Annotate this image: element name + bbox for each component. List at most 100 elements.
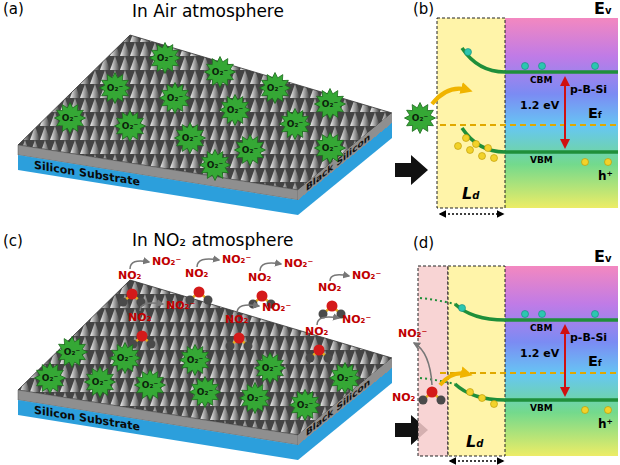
adsorbed-ion-star: O₂⁻ xyxy=(219,94,251,126)
ion-formula: O₂⁻ xyxy=(157,54,173,63)
star-shape xyxy=(240,383,271,414)
gas-molecule-label: NO₂ xyxy=(185,268,208,279)
ion-formula: O₂⁻ xyxy=(297,401,313,410)
adsorbed-ion-star: O₂⁻ xyxy=(34,362,66,394)
star-shape xyxy=(205,57,236,88)
adsorbed-ion-star: O₂⁻ xyxy=(84,366,116,398)
width-arrow xyxy=(440,213,503,215)
adsorbed-ion-star: O₂⁻ xyxy=(254,352,286,384)
ion-formula: O₂⁻ xyxy=(207,161,223,170)
width-arrow xyxy=(450,460,503,462)
ion-formula: O₂⁻ xyxy=(262,364,278,373)
ion-formula: O₂⁻ xyxy=(187,356,203,365)
reduced-region xyxy=(418,266,448,456)
ion-formula: O₂⁻ xyxy=(322,144,338,153)
star-shape xyxy=(85,367,116,398)
star-shape xyxy=(110,343,141,374)
ion-label: NO₂⁻ xyxy=(152,256,181,267)
depletion-region xyxy=(448,266,505,456)
band-edge-label: CBM xyxy=(530,76,552,85)
ion-label: NO₂⁻ xyxy=(284,258,313,269)
ion-formula: O₂⁻ xyxy=(117,354,133,363)
star-shape xyxy=(330,363,361,394)
band-edge-label: VBM xyxy=(530,404,553,413)
ion-formula: O₂⁻ xyxy=(182,134,198,143)
adsorbed-ion-star: O₂⁻ xyxy=(329,362,361,394)
ion-formula: O₂⁻ xyxy=(122,122,138,131)
panel-letter: (b) xyxy=(413,2,434,17)
electrons xyxy=(459,305,599,318)
star-shape xyxy=(180,345,211,376)
bandgap-arrow xyxy=(564,78,566,147)
star-shape xyxy=(405,103,436,134)
no2-molecule xyxy=(419,387,446,405)
adsorbed-ion-star: O₂⁻ xyxy=(54,102,86,134)
band-trace xyxy=(420,298,455,304)
fermi-level-label: Ef xyxy=(588,106,602,120)
ion-formula: O₂⁻ xyxy=(42,374,58,383)
adsorbed-ion-star: O₂⁻ xyxy=(159,82,191,114)
panel-letter: (c) xyxy=(3,234,23,249)
bulk-band-region xyxy=(505,266,618,456)
star-shape xyxy=(160,83,191,114)
conduction-band xyxy=(462,48,618,72)
depletion-width-label: Ld xyxy=(466,434,483,450)
star-shape xyxy=(290,390,321,421)
fermi-level-label: Ef xyxy=(588,354,602,368)
ion-formula: O₂⁻ xyxy=(322,100,338,109)
block-arrow xyxy=(395,155,428,185)
ion-formula: O₂⁻ xyxy=(287,120,303,129)
ion-label: NO₂⁻ xyxy=(342,314,371,325)
adsorbed-ion-star: O₂⁻ xyxy=(199,149,231,181)
panel-title: In Air atmosphere xyxy=(132,3,284,20)
gas-molecule-label: NO₂ xyxy=(305,326,328,337)
ion-formula: O₂⁻ xyxy=(412,114,428,123)
band-edge-label: CBM xyxy=(530,324,552,333)
ion-label: NO₂⁻ xyxy=(398,328,427,339)
ion-formula: O₂⁻ xyxy=(64,348,80,357)
star-shape xyxy=(35,363,66,394)
energy-axis-label: Ev xyxy=(594,1,611,17)
adsorbed-ion-star: O₂⁻ xyxy=(234,134,266,166)
depletion-width-label: Ld xyxy=(462,186,479,202)
gas-molecule-label: NO₂ xyxy=(318,282,341,293)
adsorbed-ion-star: O₂⁻ xyxy=(289,389,321,421)
star-shape xyxy=(100,73,131,104)
star-shape xyxy=(55,103,86,134)
material-label: p-B-Si xyxy=(570,332,607,343)
bandgap-arrow xyxy=(564,326,566,395)
desorption-arrow xyxy=(414,343,432,385)
ion-label: NO₂⁻ xyxy=(352,270,381,281)
band-trace xyxy=(420,378,455,384)
star-shape xyxy=(235,135,266,166)
adsorption-arrow xyxy=(432,89,468,104)
band-edge-label: VBM xyxy=(530,156,553,165)
star-shape xyxy=(315,89,346,120)
panel-letter: (d) xyxy=(413,236,434,251)
panel-title: In NO₂ atmosphere xyxy=(132,232,294,249)
ion-formula: O₂⁻ xyxy=(267,84,283,93)
holes xyxy=(467,389,612,414)
star-shape xyxy=(115,111,146,142)
ion-formula: O₂⁻ xyxy=(337,374,353,383)
star-shape xyxy=(315,133,346,164)
bandgap-value: 1.2 eV xyxy=(520,100,559,111)
star-shape xyxy=(280,109,311,140)
adsorbed-ion-star: O₂⁻ xyxy=(404,102,436,134)
adsorbed-ion-star: O₂⁻ xyxy=(239,382,271,414)
adsorbed-ion-star: O₂⁻ xyxy=(109,342,141,374)
valence-band xyxy=(462,128,618,152)
ion-formula: O₂⁻ xyxy=(197,388,213,397)
depletion-region xyxy=(437,18,505,208)
star-shape xyxy=(135,370,166,401)
star-shape xyxy=(175,123,206,154)
star-shape xyxy=(260,73,291,104)
adsorbed-ion-star: O₂⁻ xyxy=(174,122,206,154)
ion-formula: O₂⁻ xyxy=(167,94,183,103)
adsorbed-ion-star: O₂⁻ xyxy=(314,88,346,120)
ion-formula: O₂⁻ xyxy=(107,84,123,93)
adsorbed-ion-star: O₂⁻ xyxy=(134,369,166,401)
ion-label: NO₂⁻ xyxy=(262,302,291,313)
star-shape xyxy=(190,377,221,408)
